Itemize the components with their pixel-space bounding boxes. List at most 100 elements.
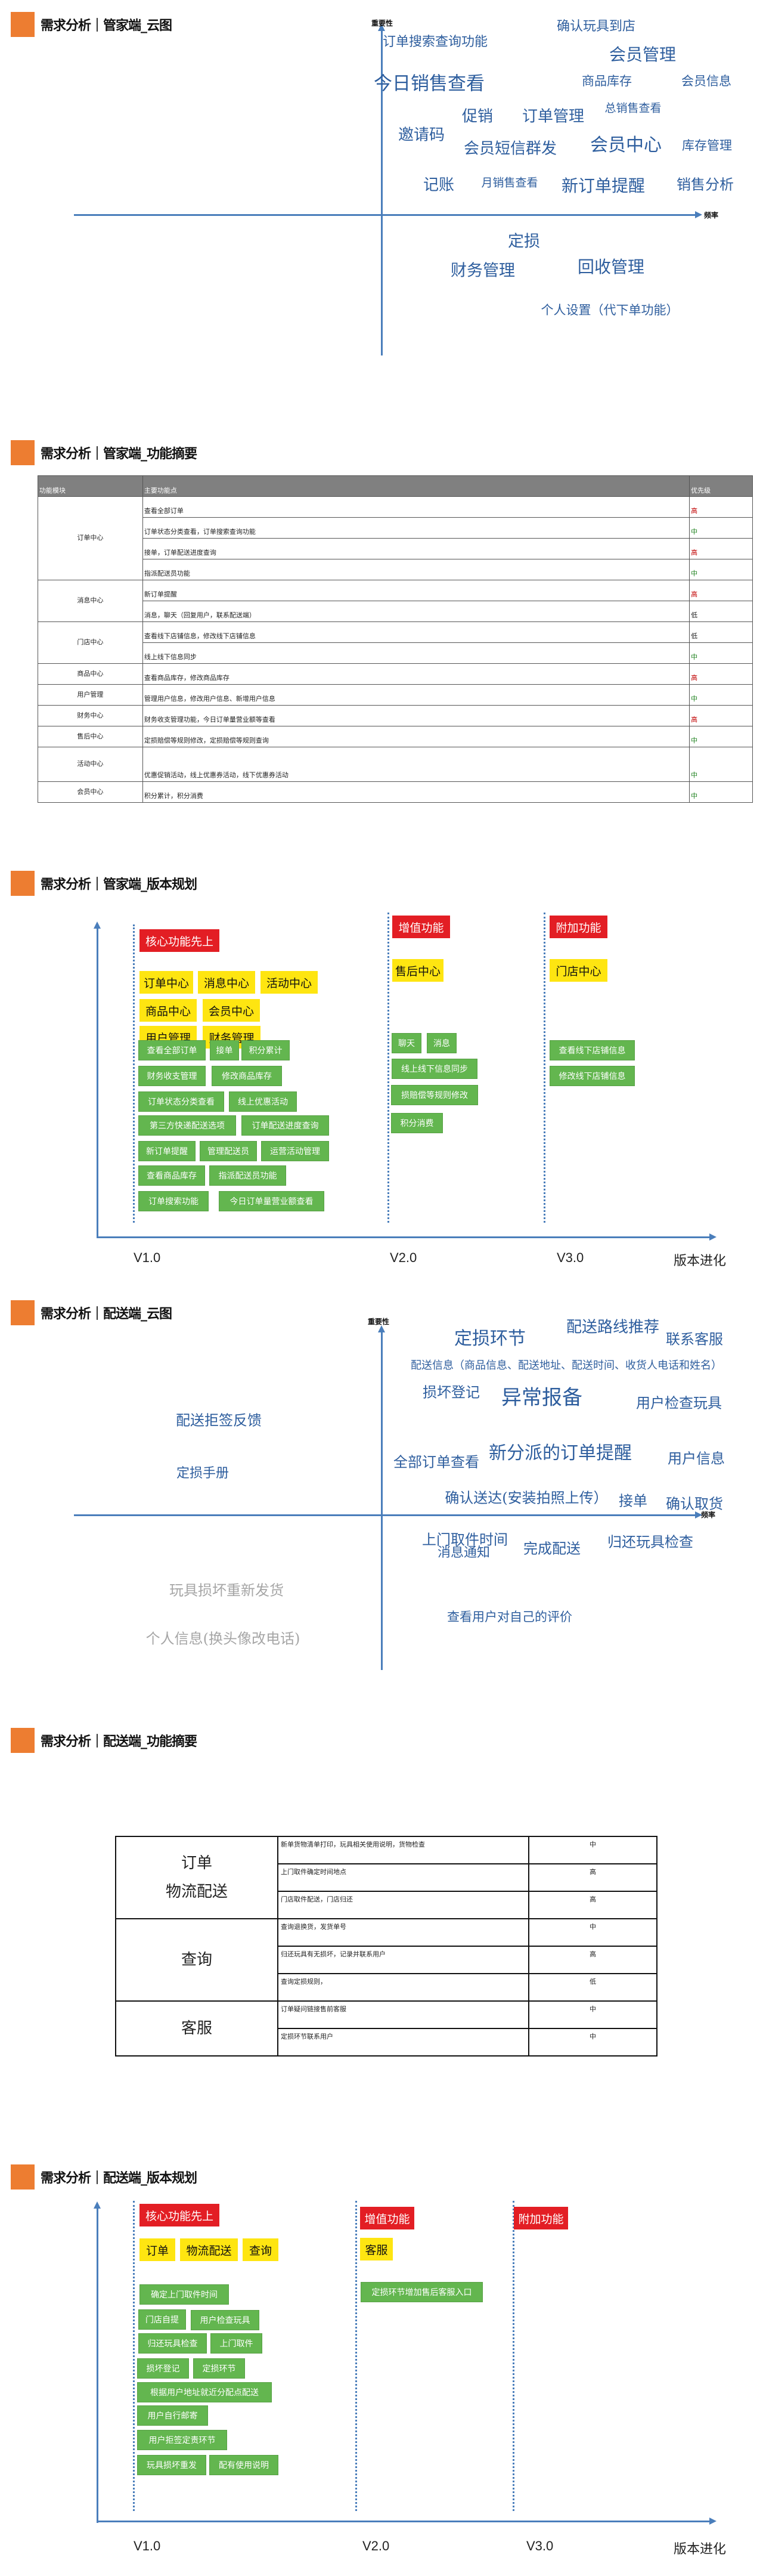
table-row: 商品中心查看商品库存，修改商品库存高 <box>38 663 753 685</box>
table-row: 消息，聊天（回复用户，联系配送端）低 <box>38 601 753 622</box>
delivery-feature-table: 订单 物流配送新单货物清单打印，玩具相关使用说明，货物检查中上门取件确定时间地点… <box>115 1836 657 2057</box>
section-title-delivery-roadmap: 需求分析｜配送端_版本规划 <box>11 2164 197 2190</box>
cloud-word: 定损环节 <box>454 1328 526 1349</box>
y-axis-arrow-icon <box>378 1325 385 1332</box>
feature-cell: 新单货物清单打印，玩具相关使用说明，货物检查 <box>277 1836 529 1864</box>
feature-tag: 配有使用说明 <box>209 2455 278 2475</box>
module-cell: 商品中心 <box>38 663 143 685</box>
section-marker <box>11 1728 35 1753</box>
feature-tag: 积分累计 <box>241 1040 290 1060</box>
cloud-word: 促销 <box>461 107 494 126</box>
priority-cell: 中 <box>689 726 753 747</box>
feature-cell: 归还玩具有无损坏，记录并联系用户 <box>277 1946 529 1974</box>
table-row: 指派配送员功能中 <box>38 559 753 580</box>
module-cell: 门店中心 <box>38 621 143 664</box>
priority-cell: 高 <box>689 663 753 685</box>
priority-cell: 中 <box>689 559 753 580</box>
cloud-word: 新订单提醒 <box>561 176 646 196</box>
feature-tag: 订单搜索功能 <box>138 1191 209 1211</box>
feature-cell: 上门取件确定时间地点 <box>277 1863 529 1892</box>
module-tag: 客服 <box>360 2238 393 2260</box>
cloud-word: 配送路线推荐 <box>566 1318 660 1337</box>
module-tag: 订单中心 <box>139 971 193 994</box>
module-cell: 订单 物流配送 <box>115 1836 278 1919</box>
table-row: 订单中心查看全部订单高 <box>38 496 753 580</box>
cloud-word: 配送拒签反馈 <box>176 1412 262 1429</box>
version-divider-v1 <box>133 924 135 1223</box>
module-cell: 订单中心 <box>38 496 143 580</box>
roadmap-y-axis <box>97 2207 98 2523</box>
version-divider-v2 <box>387 913 389 1223</box>
cloud-word: 会员信息 <box>681 74 731 88</box>
cloud-word: 会员短信群发 <box>463 140 557 158</box>
priority-cell: 低 <box>528 1973 657 2002</box>
x-axis-arrow-icon <box>695 211 702 218</box>
version-divider-v2 <box>355 2201 357 2511</box>
priority-cell: 高 <box>689 705 753 726</box>
cloud-word: 用户检查玩具 <box>636 1394 722 1412</box>
module-tag: 消息中心 <box>198 971 255 994</box>
tier-additional: 附加功能 <box>514 2207 568 2229</box>
module-tag: 查询 <box>243 2238 278 2261</box>
feature-tag: 定损环节增加售后客服入口 <box>361 2282 483 2302</box>
header-priority: 优先级 <box>689 475 753 497</box>
feature-cell: 查看商品库存，修改商品库存 <box>142 663 690 685</box>
feature-cell: 线上线下信息同步 <box>142 642 690 664</box>
section-marker <box>11 440 35 465</box>
feature-tag: 查看线下店铺信息 <box>550 1040 635 1060</box>
feature-tag: 订单配送进度查询 <box>241 1115 329 1136</box>
cloud-word: 订单管理 <box>522 107 585 126</box>
section-title-text: 需求分析｜管家端_版本规划 <box>41 877 197 892</box>
feature-tag: 用户自行邮寄 <box>137 2405 208 2426</box>
feature-tag: 第三方快递配送选项 <box>138 1115 236 1136</box>
cloud-word: 异常报备 <box>501 1386 582 1410</box>
module-cell: 售后中心 <box>38 726 143 747</box>
table-row: 客服订单疑问链接售前客服中 <box>115 2000 657 2057</box>
feature-tag: 今日订单量营业额查看 <box>219 1191 324 1211</box>
version-axis-label: 版本进化 <box>674 1253 727 1268</box>
cloud-word: 今日销售查看 <box>374 73 485 95</box>
roadmap-x-axis <box>97 1236 711 1238</box>
table-row: 门店中心查看线下店铺信息，修改线下店铺信息低 <box>38 621 753 664</box>
feature-tag: 接单 <box>210 1040 239 1060</box>
version-divider-v1 <box>133 2201 135 2511</box>
table-row: 财务中心财务收支管理功能，今日订单量营业额等查看高 <box>38 705 753 726</box>
tier-value-added: 增值功能 <box>392 916 450 938</box>
priority-cell: 高 <box>689 496 753 518</box>
feature-cell: 查询定损规则， <box>277 1973 529 2002</box>
cloud-word: 定损 <box>508 232 540 251</box>
table-row: 接单，订单配送进度查询高 <box>38 538 753 559</box>
feature-tag: 管理配送员 <box>200 1141 257 1161</box>
priority-cell: 高 <box>528 1863 657 1892</box>
cloud-word: 个人信息(换头像改电话) <box>145 1630 300 1647</box>
module-tag: 物流配送 <box>180 2238 238 2261</box>
feature-cell: 积分累计，积分消费 <box>142 781 690 803</box>
feature-tag: 损赔偿等规则修改 <box>391 1085 478 1105</box>
feature-cell: 优惠促销活动，线上优惠券活动，线下优惠券活动 <box>142 747 690 782</box>
tier-value-added: 增值功能 <box>360 2207 414 2229</box>
cloud-word: 财务管理 <box>451 261 515 280</box>
feature-tag: 修改线下店铺信息 <box>550 1066 635 1086</box>
cloud-word: 回收管理 <box>577 257 645 277</box>
roadmap-x-arrow-icon <box>709 2518 717 2525</box>
steward-feature-table: 功能模块 主要功能点 优先级 订单中心查看全部订单高订单状态分类查看，订单搜索查… <box>38 475 753 803</box>
cloud-word: 查看用户对自己的评价 <box>447 1610 572 1624</box>
cloud-word: 用户信息 <box>668 1450 725 1467</box>
priority-cell: 中 <box>689 517 753 539</box>
header-feature: 主要功能点 <box>142 475 690 497</box>
section-marker <box>11 2164 35 2190</box>
module-cell: 消息中心 <box>38 580 143 622</box>
feature-tag: 线上优惠活动 <box>229 1091 297 1112</box>
feature-cell: 新订单提醒 <box>142 580 690 601</box>
priority-cell: 中 <box>689 642 753 664</box>
module-tag: 门店中心 <box>550 959 607 982</box>
feature-cell: 订单状态分类查看，订单搜索查询功能 <box>142 517 690 539</box>
cloud-word: 订单搜索查询功能 <box>382 35 488 50</box>
table-row: 归还玩具有无损坏，记录并联系用户高 <box>116 1946 657 1974</box>
feature-cell: 定损赔偿等规则修改，定损赔偿等规则查询 <box>142 726 690 747</box>
table-row: 门店取件配送，门店归还高 <box>116 1891 657 1919</box>
cloud-word: 邀请码 <box>398 126 445 144</box>
module-cell: 活动中心 <box>38 747 143 782</box>
tier-additional: 附加功能 <box>550 916 607 938</box>
y-axis-label: 重要性 <box>368 1318 390 1326</box>
